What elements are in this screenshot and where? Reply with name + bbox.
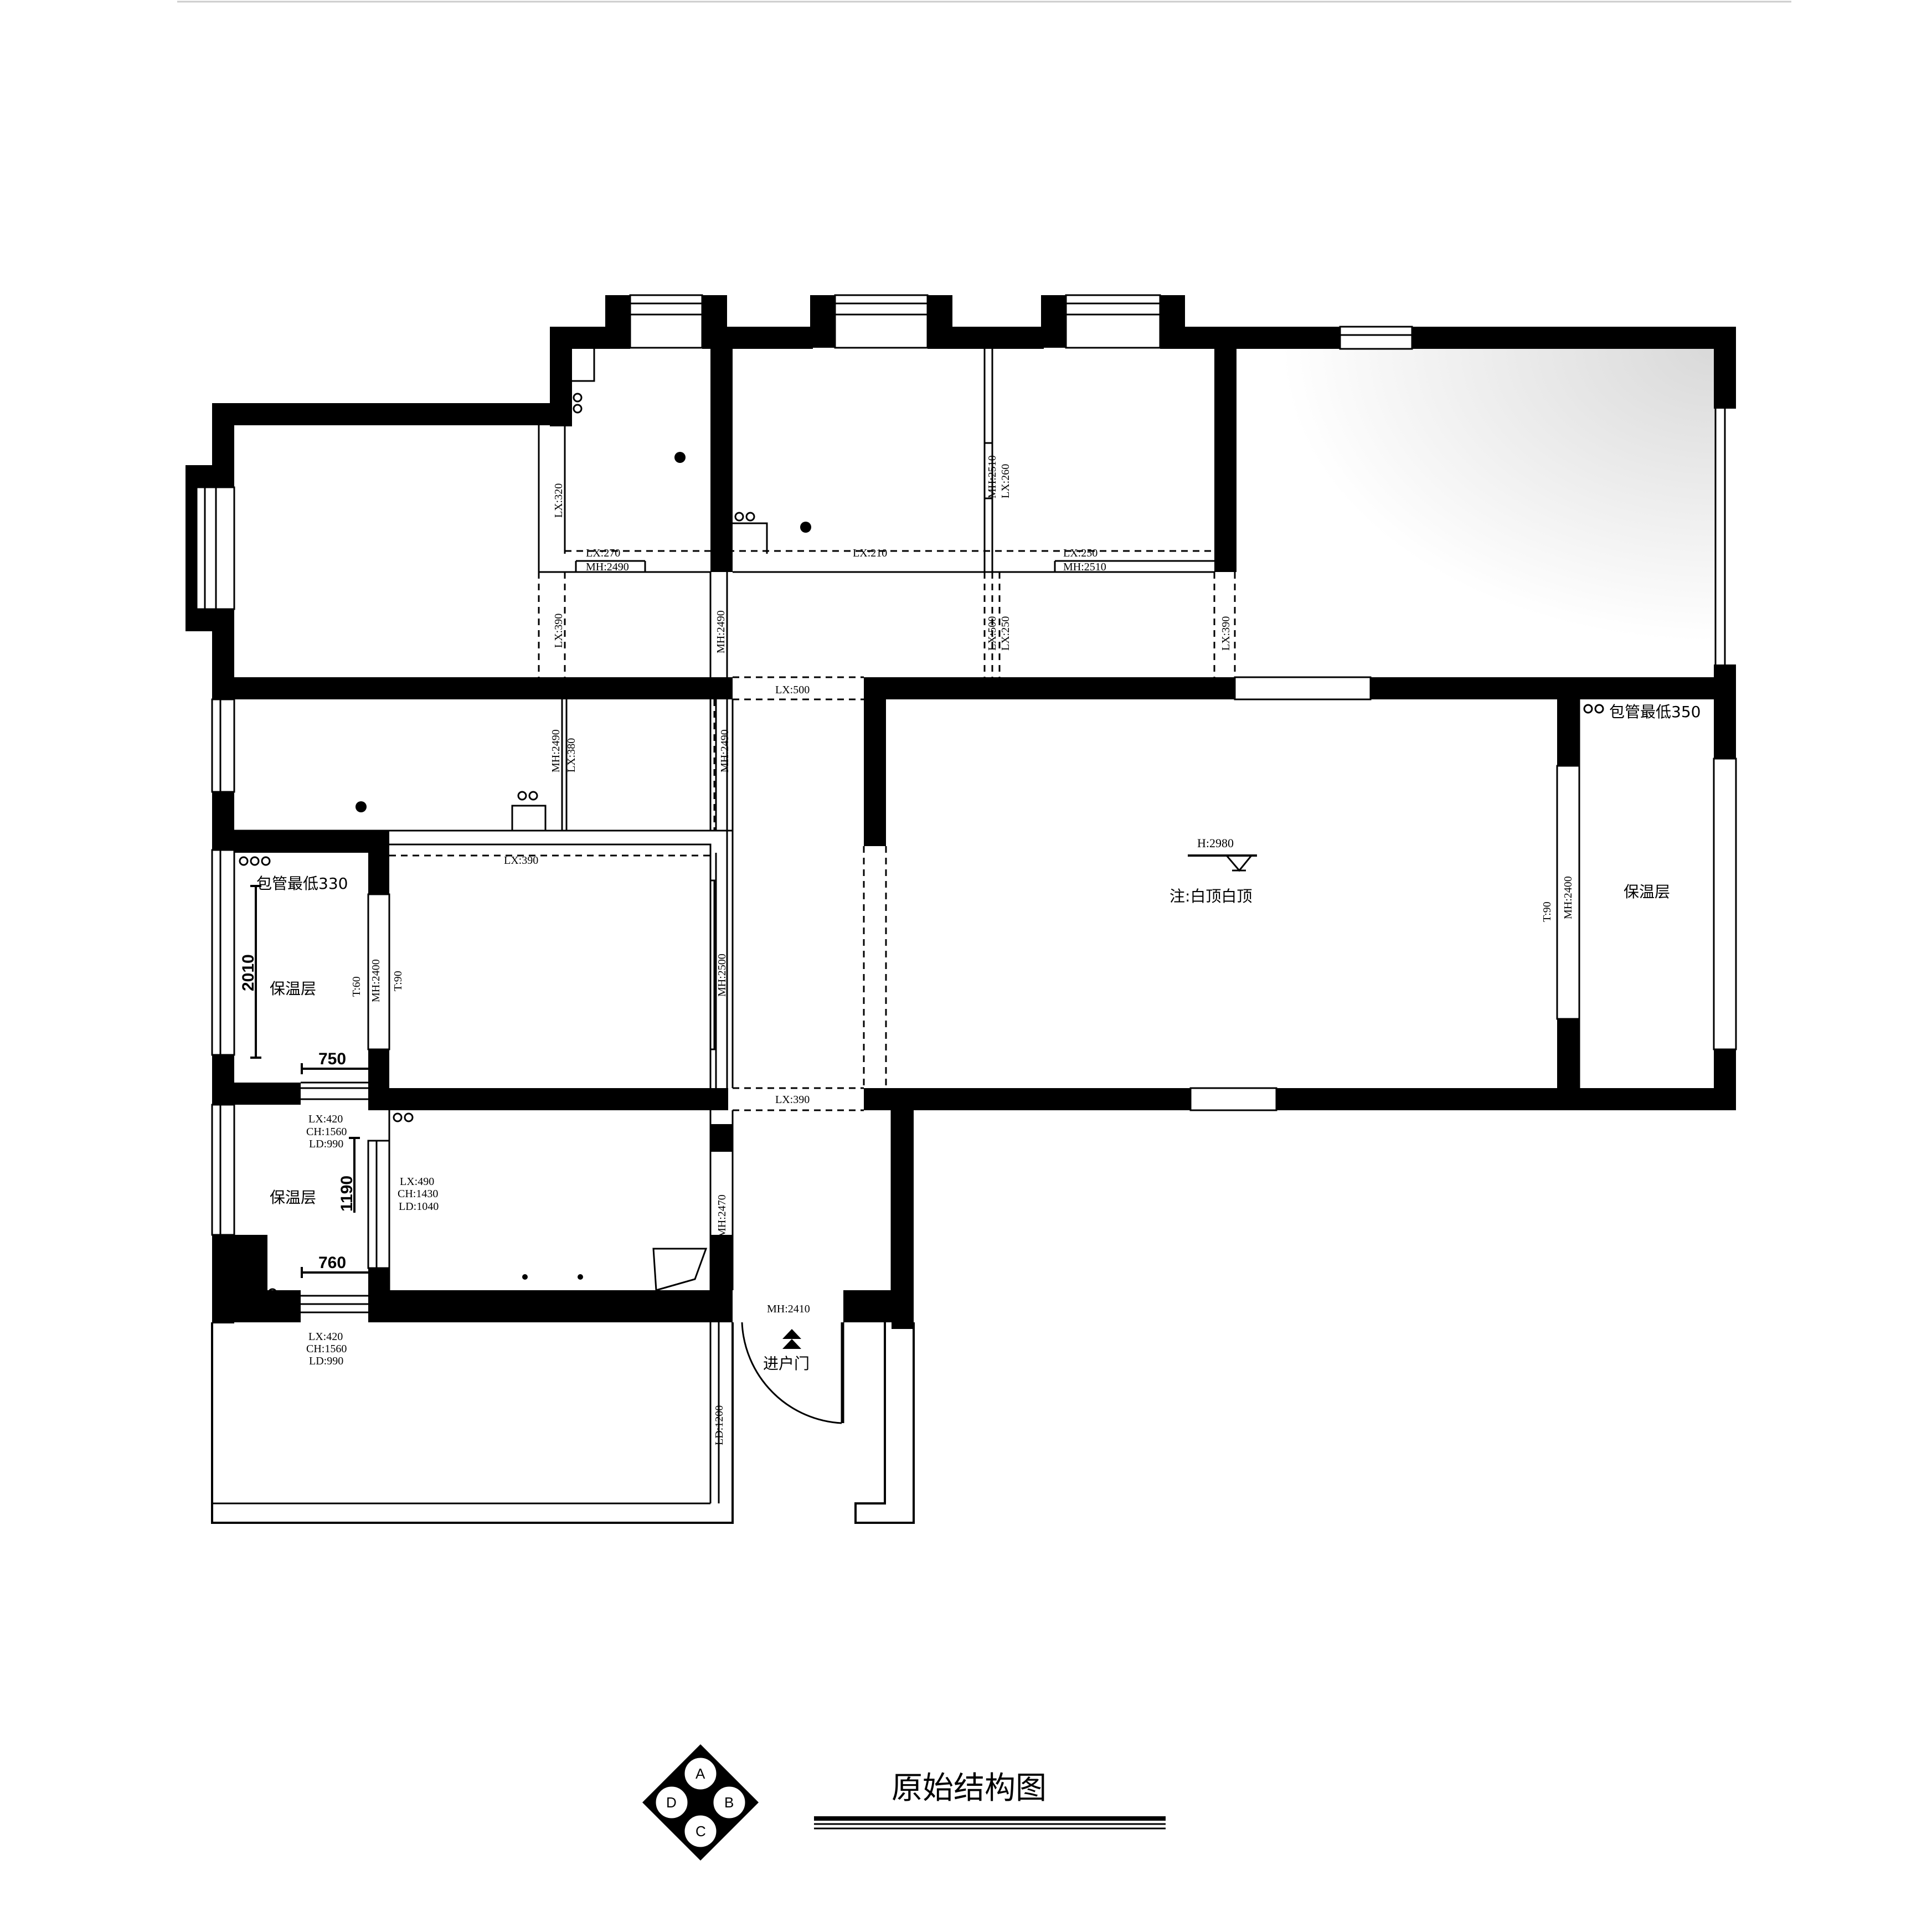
entry-door-swing xyxy=(741,1322,842,1424)
ann-mh2490-v: MH:2490 xyxy=(715,610,727,653)
ann-mh2490-c: MH:2490 xyxy=(719,729,731,772)
dimension-labels: 2010 750 1190 760 xyxy=(239,954,356,1272)
ann-lx390-c: LX:390 xyxy=(504,854,538,867)
ceiling-height: H:2980 xyxy=(1197,836,1234,850)
ann-win1-ld: LD:990 xyxy=(309,1138,343,1150)
ann-lx390-a: LX:390 xyxy=(553,614,565,648)
windows xyxy=(195,294,1737,1269)
ann-lx380: LX:380 xyxy=(565,738,578,772)
ann-mh2490-b: MH:2490 xyxy=(550,729,562,772)
floor-drain-icons xyxy=(356,452,811,1280)
ann-lx250: LX:250 xyxy=(1063,547,1098,559)
ann-mh2500: MH:2500 xyxy=(716,954,728,997)
dim-760: 760 xyxy=(318,1254,346,1272)
compass-d: D xyxy=(666,1794,677,1811)
ann-win3-lx: LX:420 xyxy=(308,1331,343,1343)
ann-t90-b: T:90 xyxy=(1541,901,1553,922)
ann-mh2510-v: MH:2510 xyxy=(986,455,998,498)
ann-win1-lx: LX:420 xyxy=(308,1113,343,1125)
level-marker-icon xyxy=(1224,854,1254,872)
ann-mh2400-b: MH:2400 xyxy=(1562,876,1574,919)
ann-lx500-v: LX:500 xyxy=(986,616,998,651)
entry-arrow-icon-2 xyxy=(782,1339,801,1349)
ann-lx270: LX:270 xyxy=(586,547,620,559)
pipe-icons xyxy=(239,393,1604,1298)
compass-c: C xyxy=(695,1823,706,1840)
compass-b: B xyxy=(724,1794,734,1811)
entry-arrow-icon xyxy=(782,1329,801,1339)
pipe-note-330: 包管最低330 xyxy=(256,874,348,893)
ann-win2-lx: LX:490 xyxy=(400,1176,434,1188)
ann-ld1200: LD:1200 xyxy=(713,1405,725,1445)
dashed-openings xyxy=(389,550,1236,1111)
ann-lx320: LX:320 xyxy=(553,483,565,518)
ann-mh2510-a: MH:2510 xyxy=(1063,561,1106,573)
entry-door-label: 进户门 xyxy=(763,1354,810,1373)
ann-lx210: LX:210 xyxy=(853,547,887,559)
interior-walls xyxy=(212,348,1736,1322)
dim-750: 750 xyxy=(318,1050,346,1068)
compass-diamond xyxy=(642,1744,759,1861)
ann-mh2470: MH:2470 xyxy=(716,1194,728,1238)
ann-win1-ch: CH:1560 xyxy=(306,1126,347,1138)
dimension-lines xyxy=(250,885,368,1278)
compass-a: A xyxy=(695,1765,705,1782)
ann-win2-ch: CH:1430 xyxy=(398,1188,438,1200)
compass-badge: A B C D xyxy=(642,1744,759,1861)
drawing-title: 原始结构图 xyxy=(892,1770,1047,1806)
living-room-shading xyxy=(1234,348,1715,674)
insulation-left-upper: 保温层 xyxy=(270,980,316,998)
ann-win3-ld: LD:990 xyxy=(309,1355,343,1367)
thin-partitions xyxy=(211,348,1726,1524)
ann-lx500-h: LX:500 xyxy=(775,684,810,696)
ann-lx250-v: LX:250 xyxy=(1000,616,1012,651)
ann-win2-ld: LD:1040 xyxy=(399,1201,439,1213)
ann-mh2410: MH:2410 xyxy=(767,1303,810,1315)
ann-lx260-v: LX:260 xyxy=(1000,464,1012,498)
ann-mh2400-a: MH:2400 xyxy=(370,959,382,1002)
ann-lx390-d: LX:390 xyxy=(775,1094,810,1106)
room-labels: H:2980 注:白顶白顶 保温层 保温层 保温层 进户门 包管最低330 包管… xyxy=(256,703,1701,1373)
ann-t90-a: T:90 xyxy=(392,971,404,991)
ann-mh2490-a: MH:2490 xyxy=(586,561,629,573)
title-underline-thick xyxy=(814,1816,1166,1821)
insulation-right: 保温层 xyxy=(1624,883,1670,901)
ann-t60: T:60 xyxy=(351,976,363,997)
pipe-note-350: 包管最低350 xyxy=(1609,703,1701,721)
annotation-labels: LX:320 LX:270 MH:2490 LX:210 LX:250 MH:2… xyxy=(306,455,1574,1445)
ann-win3-ch: CH:1560 xyxy=(306,1343,347,1355)
insulation-left-lower: 保温层 xyxy=(270,1188,316,1207)
dim-1190: 1190 xyxy=(338,1176,356,1212)
dim-2010: 2010 xyxy=(239,954,257,991)
ceiling-note: 注:白顶白顶 xyxy=(1169,887,1252,905)
ann-lx390-b: LX:390 xyxy=(1220,616,1232,651)
